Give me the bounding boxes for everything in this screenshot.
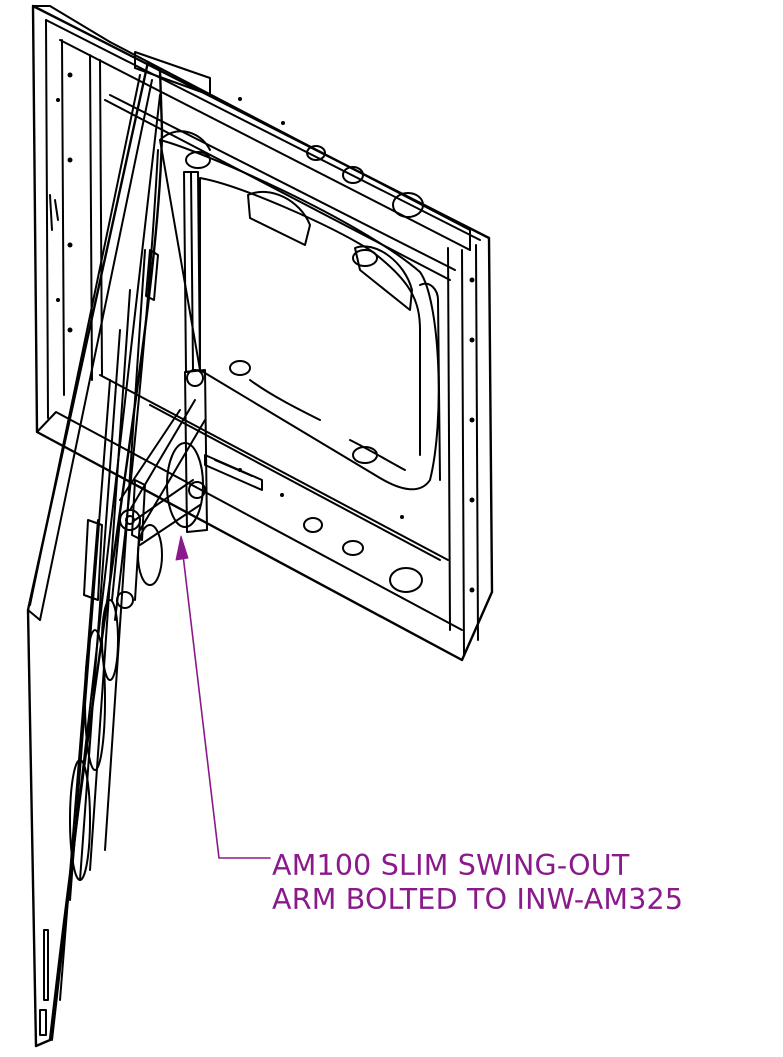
callout-arrowhead <box>175 535 189 561</box>
inw-am325-mounting-plate <box>159 130 441 491</box>
callout-label: AM100 SLIM SWING-OUT ARM BOLTED TO INW-A… <box>272 849 683 917</box>
callout-leader-line <box>180 537 271 859</box>
callout-line-1: AM100 SLIM SWING-OUT <box>272 849 630 882</box>
recessed-wall-box <box>31 4 494 662</box>
display-panel <box>26 60 164 1048</box>
callout-line-2: ARM BOLTED TO INW-AM325 <box>272 883 684 916</box>
am100-swing-out-arm <box>111 171 208 609</box>
